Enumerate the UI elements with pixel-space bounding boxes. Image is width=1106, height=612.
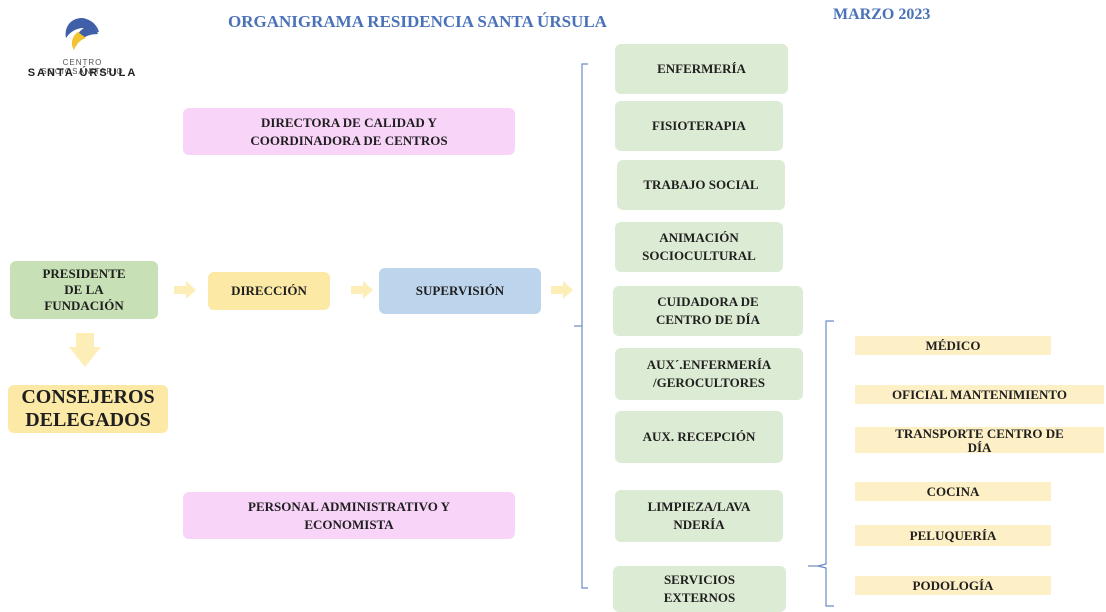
arrow-down-icon (69, 333, 101, 367)
department-aux-enfermeria: AUX´.ENFERMERÍA/GEROCULTORES (615, 348, 803, 400)
department-fisioterapia: FISIOTERAPIA (615, 101, 783, 151)
supervision-node: SUPERVISIÓN (379, 268, 541, 314)
department-trabajo-social: TRABAJO SOCIAL (617, 160, 785, 210)
service-peluqueria: PELUQUERÍA (855, 525, 1051, 546)
logo-name: SANTA ÚRSULA (27, 67, 138, 79)
page-title: ORGANIGRAMA RESIDENCIA SANTA ÚRSULA (228, 12, 607, 31)
arrow-right-icon (551, 281, 573, 299)
department-enfermeria: ENFERMERÍA (615, 44, 788, 94)
external-services-brace (817, 320, 834, 607)
service-cocina: COCINA (855, 482, 1051, 501)
logo: CENTRO SOCIOSANITARIO SANTA ÚRSULA (20, 14, 145, 80)
logo-subtitle: CENTRO SOCIOSANITARIO (41, 58, 124, 76)
date-label: MARZO 2023 (833, 6, 931, 23)
service-podologia: PODOLOGÍA (855, 576, 1051, 595)
arrow-right-icon (351, 281, 373, 299)
direccion-node: DIRECCIÓN (208, 272, 330, 310)
department-aux-recepcion: AUX. RECEPCIÓN (615, 411, 783, 463)
logo-icon (65, 18, 99, 50)
departments-bracket (581, 63, 588, 589)
arrow-right-icon (174, 281, 196, 299)
service-mantenimiento: OFICIAL MANTENIMIENTO (855, 385, 1104, 404)
service-medico: MÉDICO (855, 336, 1051, 355)
